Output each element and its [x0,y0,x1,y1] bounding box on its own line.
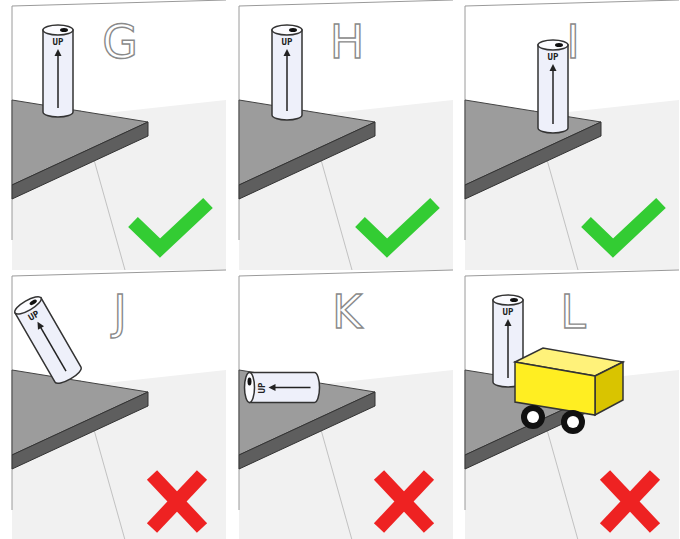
cylinder-body [250,373,320,403]
panel [239,0,453,270]
up-text: UP [503,308,514,317]
panel [12,0,226,270]
wheel-hub [527,411,539,423]
cross-mark [379,475,429,528]
up-arrow-head [269,384,276,391]
panel [465,270,679,539]
up-arrow-head [505,319,512,326]
cylinder-body [43,30,73,117]
wheel [521,405,545,429]
up-arrow-head [550,64,557,71]
cylinder-body [272,30,302,120]
check-mark [360,203,435,248]
up-text: UP [53,38,64,47]
cylinder-hole [60,28,68,32]
wall-edge [465,270,679,276]
floor [12,100,226,270]
up-text: UP [282,38,293,47]
floor [12,370,226,539]
panel-letter: G [102,19,138,65]
cylinder-hole [248,378,252,386]
floor [239,100,453,270]
cylinder-hole [555,43,563,47]
shelf-front [12,122,148,199]
up-arrow-shaft [41,327,67,371]
panel-letter: H [330,19,365,65]
up-arrow-shaft [275,387,311,389]
cylinder-top [245,373,255,403]
up-arrow-head [34,320,44,330]
cross-mark [605,475,655,528]
panel-letter: I [566,19,580,65]
truck-side [595,362,623,415]
shelf-front [12,392,148,469]
shelf-front [239,392,375,469]
cylinder [245,373,320,403]
cylinder [43,25,73,117]
cylinder-hole [510,298,518,302]
up-arrow-head [284,49,291,56]
cross-mark [152,475,202,528]
cylinder-body [538,45,568,133]
cross-mark [379,475,429,528]
floor [239,370,453,539]
cylinder-top [43,25,73,35]
up-arrow-head [55,49,62,56]
shelf-front [239,122,375,199]
check-mark [586,203,661,248]
wall-edge [239,0,453,6]
wheel-hub [567,416,579,428]
cylinder-top [493,295,523,305]
cross-mark [605,475,655,528]
cylinder [13,294,84,387]
panel [12,270,226,539]
panel-letter: K [332,289,362,335]
wall-edge [12,270,226,276]
panel-letter: J [113,289,127,335]
check-mark [133,203,208,248]
shelf-front [465,122,601,199]
up-arrow-shaft [57,55,59,108]
cylinder-hole [29,299,38,306]
wall-edge [12,0,226,6]
up-text: UP [257,382,266,393]
wall-edge [239,270,453,276]
cross-mark [152,475,202,528]
panel [239,270,453,539]
up-text: UP [548,53,559,62]
cylinder [538,40,568,133]
up-arrow-shaft [552,70,554,124]
panel [465,0,679,270]
wall-edge [465,0,679,6]
up-arrow-shaft [286,55,288,111]
wheel [561,410,585,434]
cylinder-top [272,25,302,35]
panel-letter: L [560,289,586,335]
floor [465,100,679,270]
cylinder-top [538,40,568,50]
up-arrow-shaft [507,325,509,378]
cylinder-hole [289,28,297,32]
cylinder [272,25,302,120]
